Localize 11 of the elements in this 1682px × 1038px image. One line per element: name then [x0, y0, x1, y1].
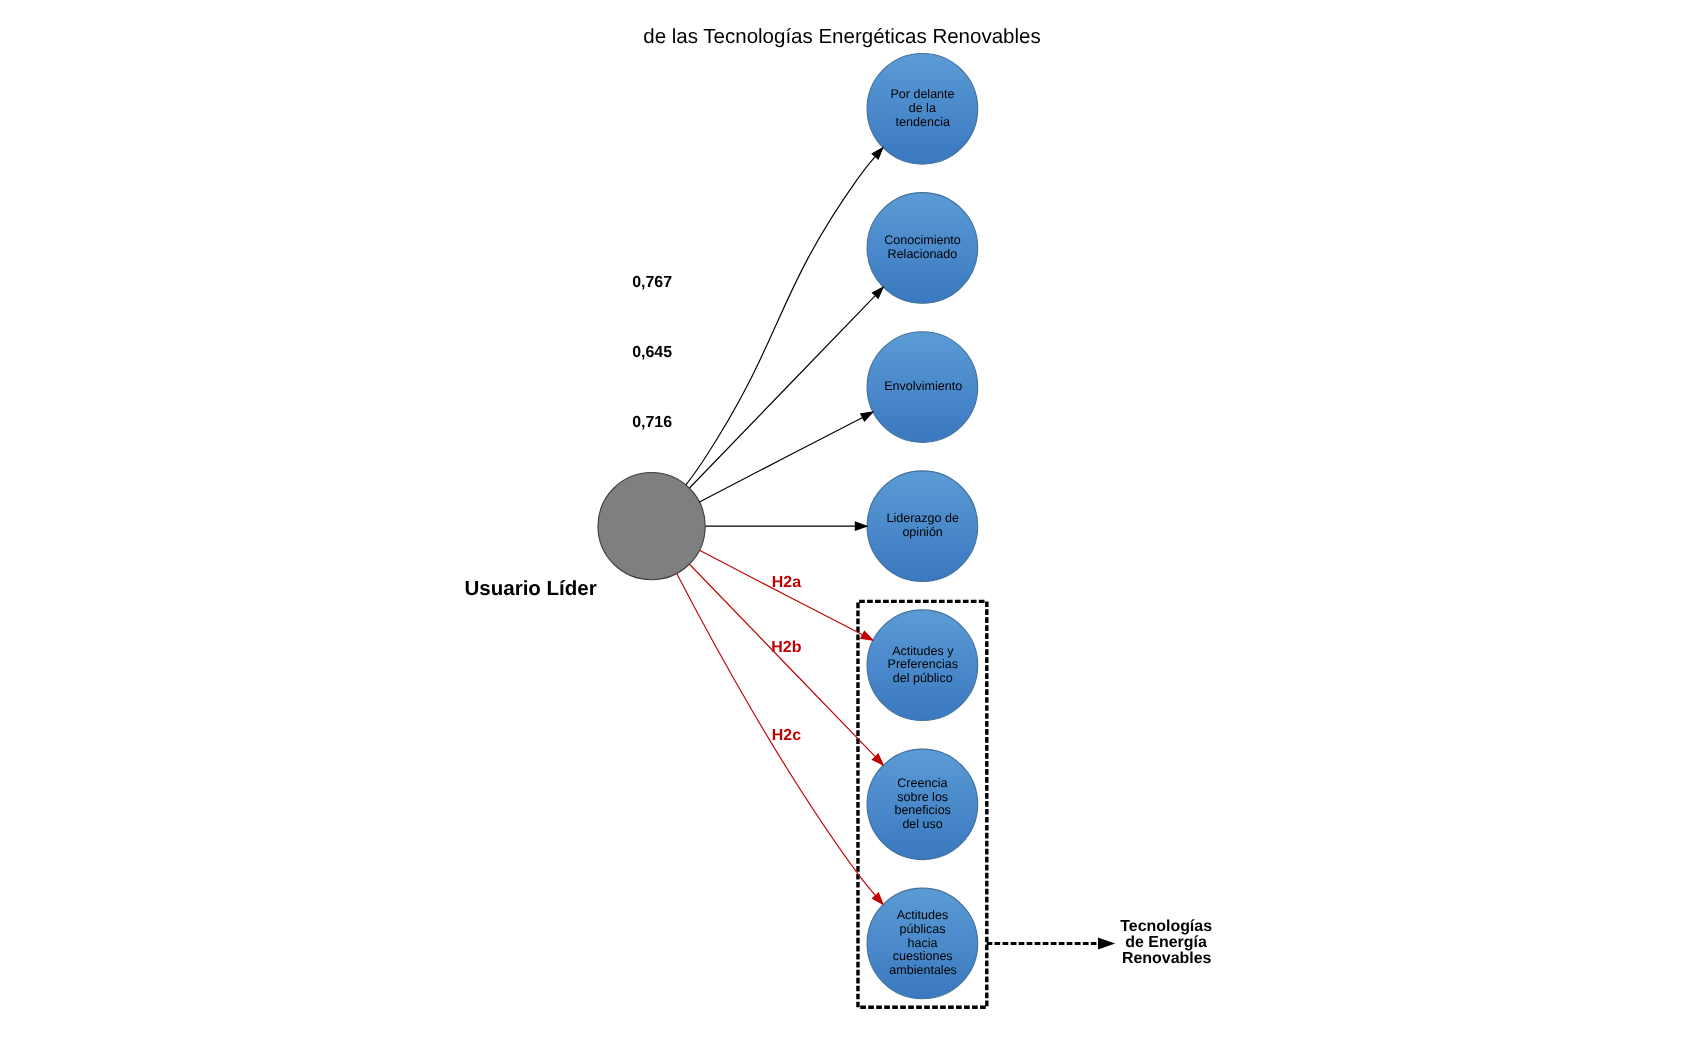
node-circle [596, 471, 705, 581]
arrow [687, 286, 884, 489]
arrow [684, 146, 883, 486]
node-label: Usuario Líder [463, 579, 596, 601]
arrow [697, 549, 874, 641]
arrow [697, 411, 874, 503]
arrow [985, 937, 1115, 950]
arrow [675, 573, 884, 906]
arrow [687, 563, 884, 767]
diagram-title: de las Tecnologías Energéticas Renovables [642, 26, 1040, 49]
arrow [703, 521, 868, 531]
